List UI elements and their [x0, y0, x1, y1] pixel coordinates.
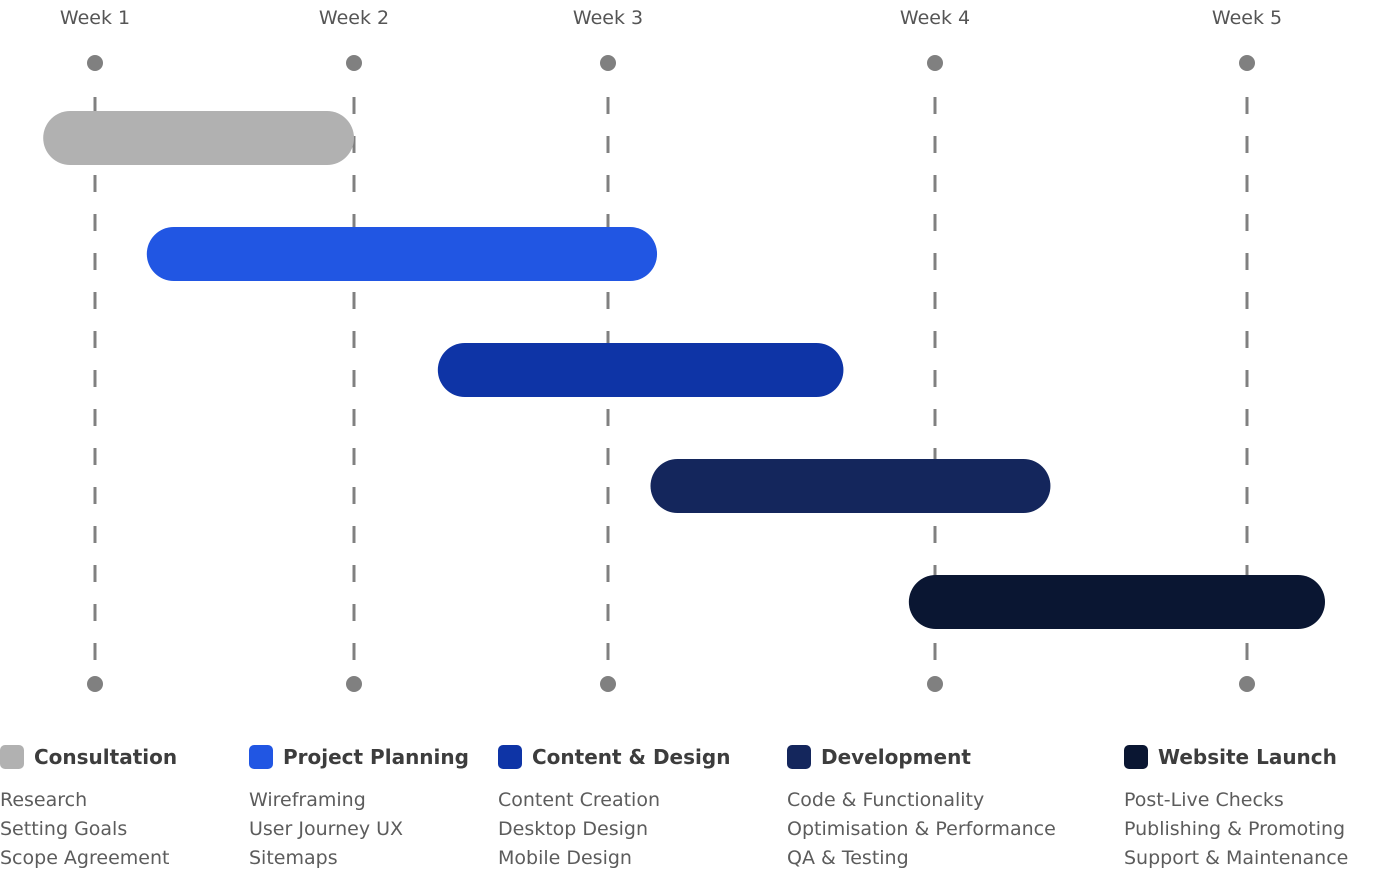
legend-item: Code & Functionality — [787, 789, 985, 811]
week-marker-top — [87, 55, 103, 71]
week-marker-top — [1239, 55, 1255, 71]
legend-title: Project Planning — [283, 745, 469, 769]
legend-item: Setting Goals — [0, 818, 128, 840]
legend-title: Consultation — [34, 745, 178, 769]
legend-item: Publishing & Promoting — [1124, 818, 1346, 840]
task-bars — [43, 111, 1325, 629]
week-label: Week 1 — [60, 7, 130, 29]
week-marker-top — [600, 55, 616, 71]
task-bar — [43, 111, 354, 165]
legend-header: Consultation — [0, 740, 177, 774]
legend-swatch — [1124, 745, 1148, 769]
legend-item: Scope Agreement — [0, 847, 170, 869]
task-bar — [437, 343, 844, 397]
legend-title: Website Launch — [1158, 745, 1337, 769]
week-marker-top — [927, 55, 943, 71]
legend-item: Mobile Design — [498, 847, 632, 869]
legend-title: Development — [821, 745, 971, 769]
week-label: Week 5 — [1212, 7, 1282, 29]
week-marker-bottom — [927, 676, 943, 692]
legend-header: Website Launch — [1124, 740, 1348, 774]
week-marker-bottom — [87, 676, 103, 692]
legend-header: Development — [787, 740, 1056, 774]
legend-swatch — [249, 745, 273, 769]
week-marker-bottom — [346, 676, 362, 692]
legend-header: Project Planning — [249, 740, 469, 774]
week-label: Week 3 — [573, 7, 643, 29]
legend-item: Wireframing — [249, 789, 366, 811]
gantt-chart: Week 1 Week 2 Week 3 Week 4 Week 5 — [43, 7, 1325, 692]
task-bar — [146, 227, 658, 281]
legend-header: Content & Design — [498, 740, 730, 774]
legend-item: Content Creation — [498, 789, 660, 811]
legend-item: Optimisation & Performance — [787, 818, 1056, 840]
week-label: Week 2 — [319, 7, 389, 29]
legend-item: User Journey UX — [249, 818, 404, 840]
legend-item: QA & Testing — [787, 847, 909, 869]
task-bar — [650, 459, 1051, 513]
legend-title: Content & Design — [532, 745, 731, 769]
legend-item: Post-Live Checks — [1124, 789, 1284, 811]
legend-swatch — [787, 745, 811, 769]
legend-item: Desktop Design — [498, 818, 648, 840]
legend-swatch — [498, 745, 522, 769]
week-marker-bottom — [1239, 676, 1255, 692]
legend-item: Research — [0, 789, 88, 811]
legend-swatch — [0, 745, 24, 769]
week-marker-bottom — [600, 676, 616, 692]
legend-item: Support & Maintenance — [1124, 847, 1349, 869]
week-marker-top — [346, 55, 362, 71]
week-label: Week 4 — [900, 7, 970, 29]
legend-item: Sitemaps — [249, 847, 338, 869]
task-bar — [908, 575, 1325, 629]
